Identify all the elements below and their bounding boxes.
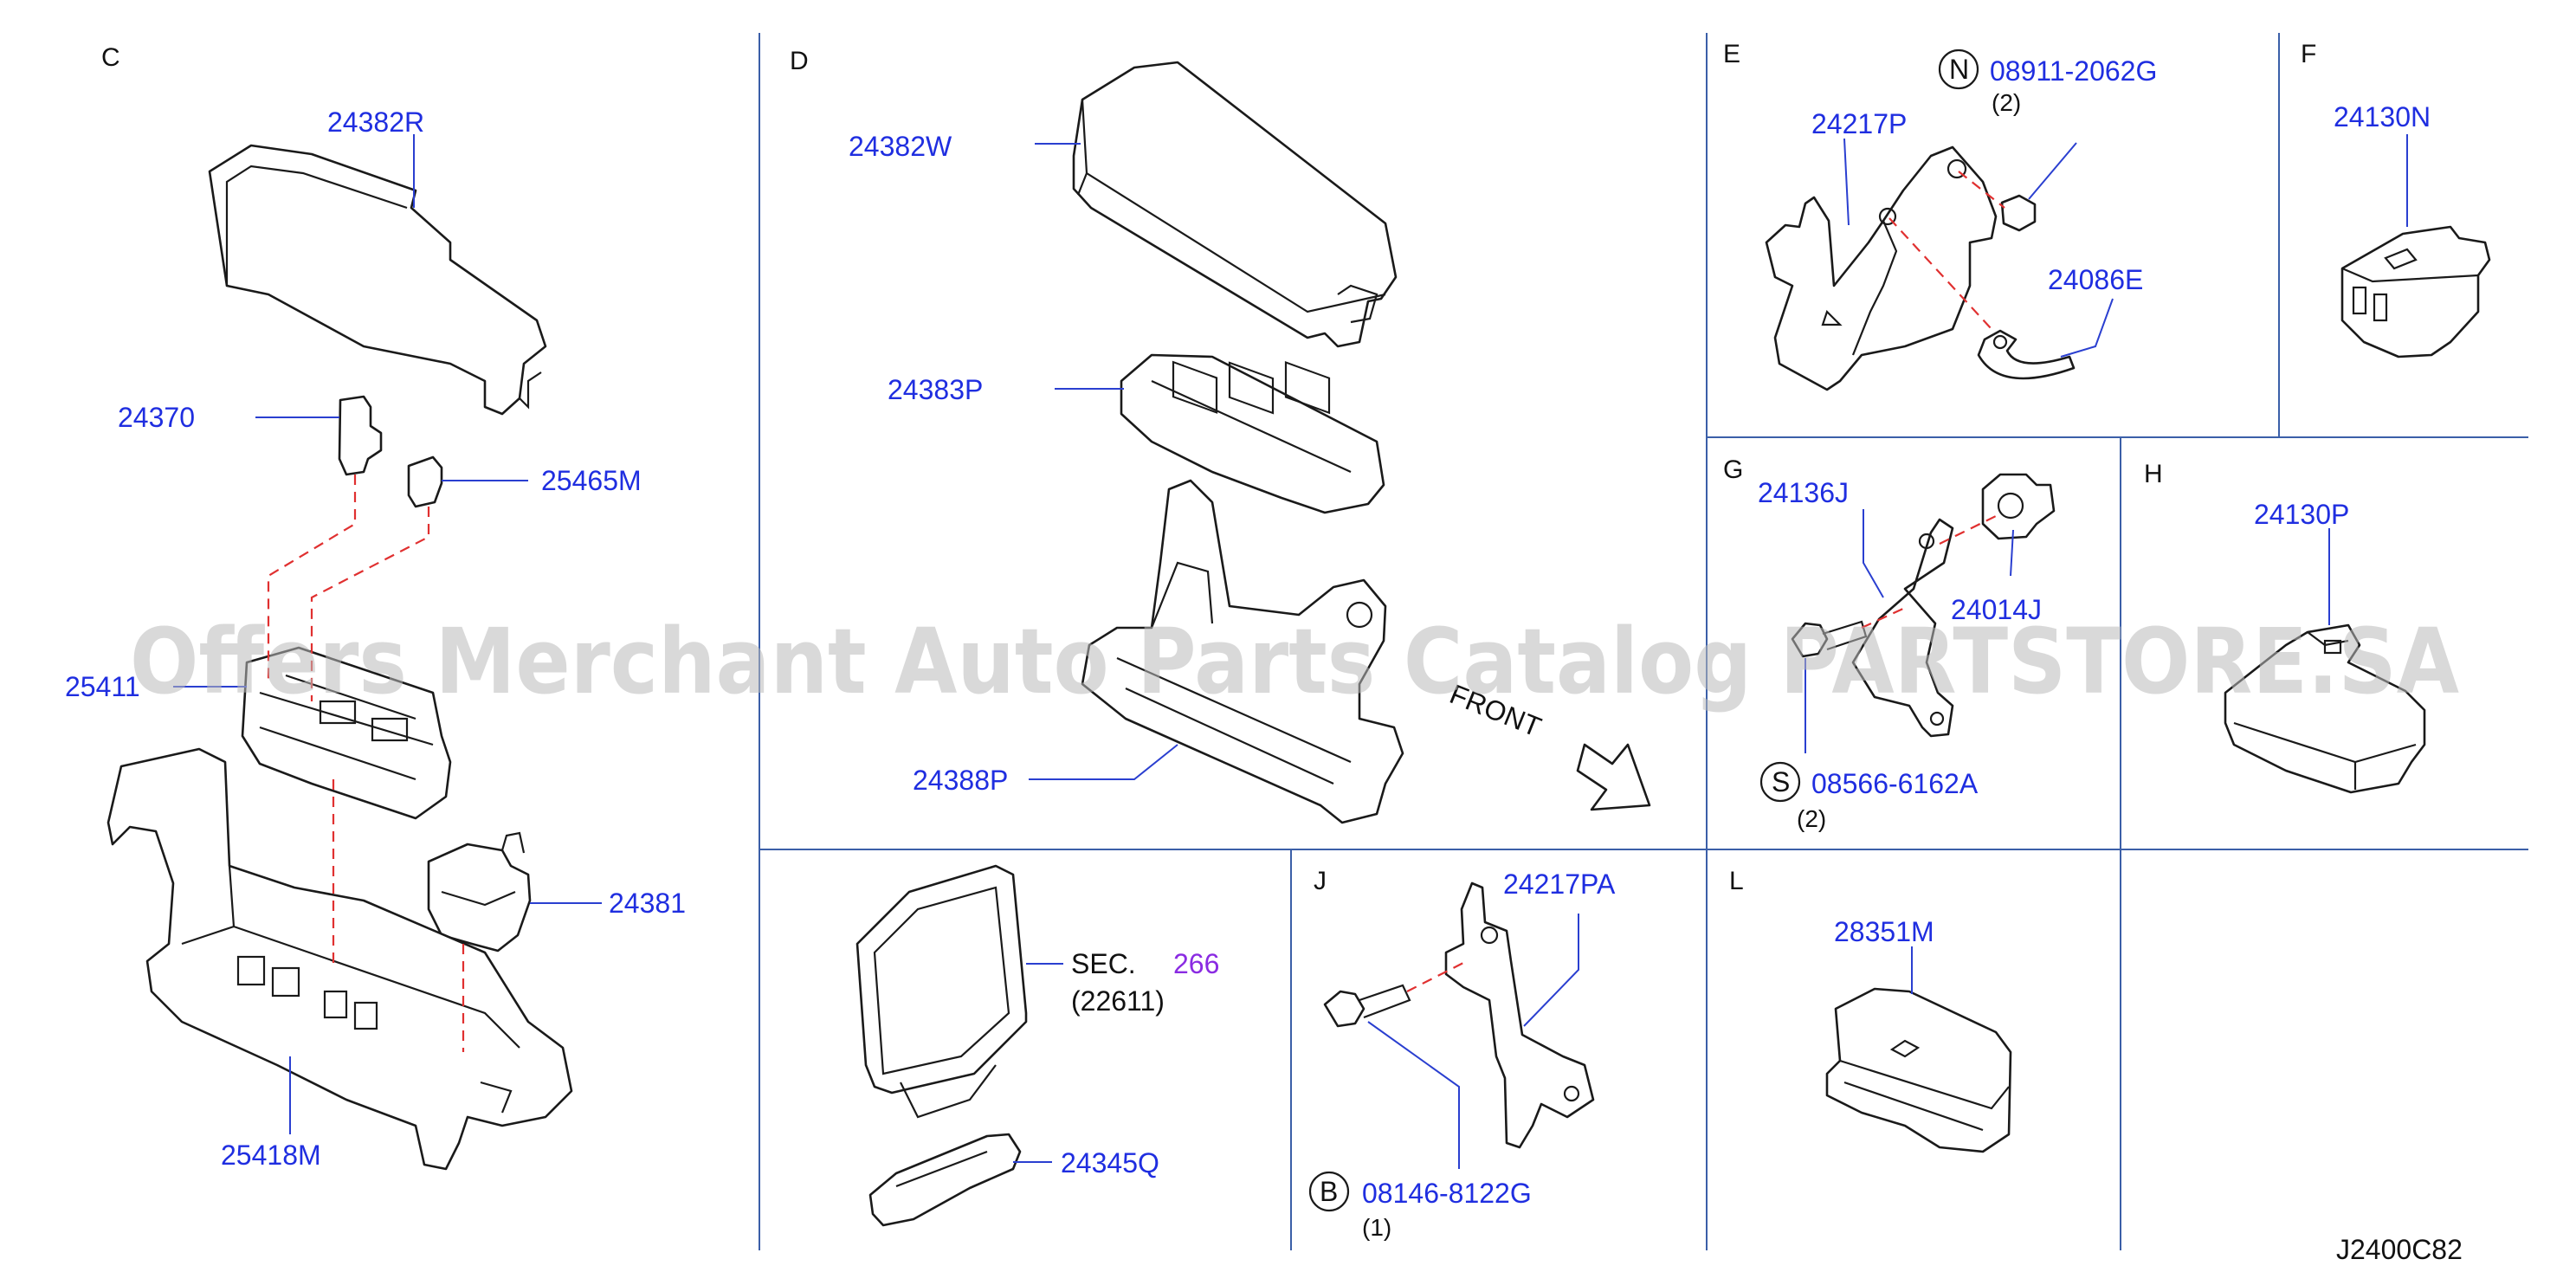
symbol-circle-b [1308,1171,1350,1212]
part-number-24130P[interactable]: 24130P [2254,499,2349,530]
section-label-d: D [790,47,809,75]
leader-24136J [1863,509,1884,598]
symbol-circle-n [1938,48,1979,90]
panel-h [2224,528,2426,794]
symbol-b: B [1320,1176,1338,1207]
part-number-08566-6162A[interactable]: 08566-6162A [1811,768,1979,799]
part-number-24382R[interactable]: 24382R [327,107,424,138]
dash-line-08566 [1861,607,1906,629]
dash-line-08911 [1958,171,2005,209]
part-25465M-drawing [407,455,443,508]
section-label-g: G [1723,455,1743,484]
panel-e [1765,48,2114,391]
leader-24217P [1843,138,1850,226]
section-ref-number[interactable]: 266 [1173,948,1219,979]
part-24383P-drawing [1120,353,1385,514]
panel-j [1308,881,1595,1212]
part-number-24217PA[interactable]: 24217PA [1503,869,1616,900]
part-08911-nut-drawing [2000,194,2037,232]
diagram-code: J2400C82 [2336,1234,2463,1265]
part-25418M-drawing [107,747,573,1171]
leader-08146 [1367,1021,1460,1169]
section-label-h: H [2144,460,2163,488]
symbol-n: N [1949,54,1969,85]
part-number-24382W[interactable]: 24382W [849,131,952,162]
part-number-24217P[interactable]: 24217P [1811,108,1907,139]
part-number-24383P[interactable]: 24383P [888,374,983,405]
part-24388P-drawing [1081,479,1404,824]
part-28351M-drawing [1825,987,2012,1153]
section-label-c: C [101,43,120,72]
front-arrow [1576,743,1651,811]
part-24086E-drawing [1977,329,2076,380]
part-24130P-drawing [2224,623,2426,794]
part-number-24388P[interactable]: 24388P [913,765,1008,796]
quantity-08911-2062G: (2) [1992,89,2021,116]
part-24217P-drawing [1765,145,1998,391]
dash-line-24086E [1888,217,1992,330]
part-number-24381[interactable]: 24381 [609,888,686,919]
section-label-e: E [1723,40,1740,68]
part-number-24370[interactable]: 24370 [118,402,195,433]
quantity-08146-8122G: (1) [1362,1214,1391,1241]
section-ref-sub: (22611) [1071,985,1165,1017]
part-24345Q-drawing [868,1133,1022,1227]
section-label-j: J [1314,867,1327,895]
panel-g [1759,473,2056,803]
dash-line-24014J [1939,515,1997,545]
dash-line-25465M [310,507,430,701]
panel-ecu [855,864,1063,1227]
quantity-08566-6162A: (2) [1797,805,1826,832]
part-24381-drawing [427,831,532,952]
part-24217PA-drawing [1444,881,1595,1149]
part-25411-drawing [241,646,452,820]
part-24130N-drawing [2340,225,2491,358]
watermark-text: Offers Merchant Auto Parts Catalog PARTS… [130,609,2459,714]
part-number-08911-2062G[interactable]: 08911-2062G [1990,55,2157,87]
panel-l [1825,946,2012,1153]
section-label-f: F [2301,40,2316,68]
ecu-unit-drawing [855,864,1028,1119]
section-label-l: L [1729,867,1744,895]
symbol-circle-s [1759,761,1801,803]
part-number-25411[interactable]: 25411 [65,671,140,702]
part-24136J-drawing [1851,518,1954,738]
panel-c [107,134,602,1171]
dash-line-24370 [267,475,357,684]
panel-d: FRONT [1029,61,1651,824]
symbol-s: S [1772,766,1790,797]
panel-grid [759,33,2528,1250]
part-number-25465M[interactable]: 25465M [541,465,642,496]
part-24382W-drawing [1072,61,1398,348]
leader-24217PA [1523,914,1579,1027]
part-08566-bolt-drawing [1791,620,1868,658]
dash-line-08146 [1406,962,1464,992]
part-number-08146-8122G[interactable]: 08146-8122G [1362,1178,1532,1209]
part-24370-drawing [338,395,383,476]
part-number-28351M[interactable]: 28351M [1834,916,1934,947]
leader-24014J [2010,529,2014,577]
leader-24086E [2060,298,2114,358]
leader-24388P [1029,744,1178,780]
part-number-24014J[interactable]: 24014J [1951,594,2042,625]
part-24382R-drawing [208,144,547,416]
part-08146-bolt-drawing [1323,984,1411,1028]
part-number-24086E[interactable]: 24086E [2048,264,2143,295]
section-ref-label: SEC. [1071,948,1136,979]
part-24014J-clip-drawing [1981,473,2056,540]
leader-08911 [2028,142,2077,200]
part-number-24136J[interactable]: 24136J [1758,477,1849,508]
part-number-24345Q[interactable]: 24345Q [1061,1147,1159,1178]
part-number-25418M[interactable]: 25418M [221,1140,321,1171]
part-number-24130N[interactable]: 24130N [2334,101,2431,132]
panel-f [2340,134,2491,358]
